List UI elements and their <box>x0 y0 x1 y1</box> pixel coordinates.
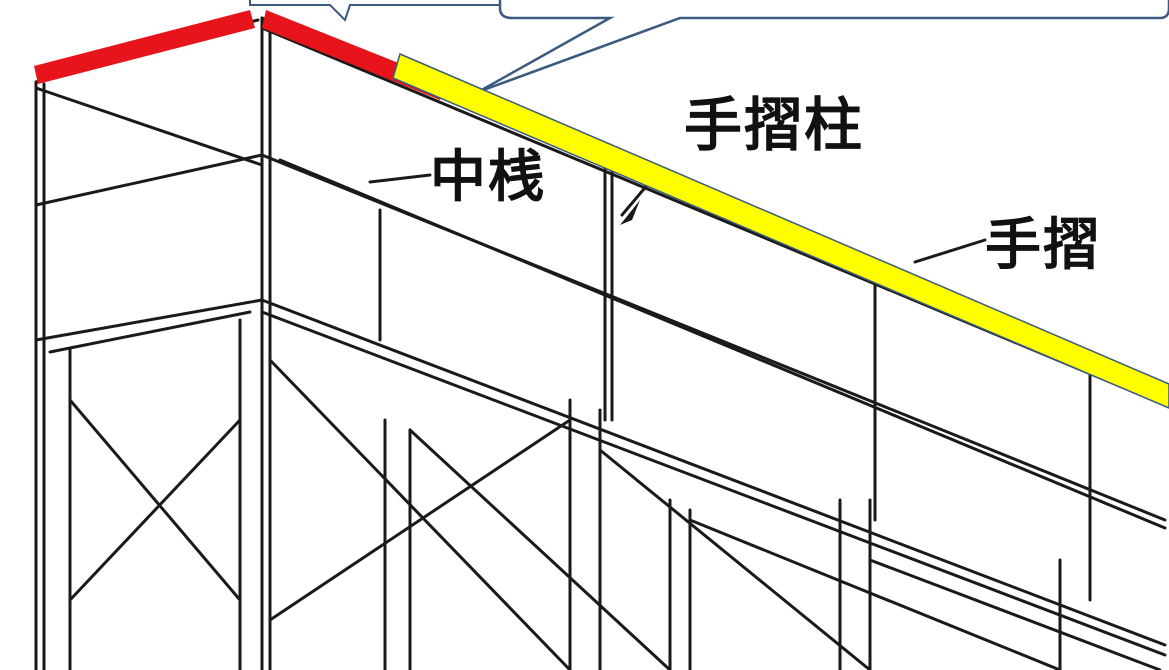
deck-left <box>34 298 264 342</box>
handrail-label: 手摺 <box>985 213 1101 278</box>
cross-brace-1 <box>68 398 242 602</box>
deck-left-inner <box>48 310 252 354</box>
yellow-highlight <box>392 52 1169 409</box>
cross-brace-6 <box>598 448 872 670</box>
cross-brace-3 <box>268 358 572 670</box>
cross-brace-7 <box>688 518 1062 670</box>
cross-brace-2 <box>68 418 242 602</box>
cross-brace-8 <box>868 558 1162 670</box>
arrow-mid-rail <box>368 173 432 184</box>
callout-left <box>249 0 501 22</box>
cross-brace-5 <box>408 428 672 670</box>
lower-rail-line <box>260 298 1167 647</box>
mid-rail-line-inner <box>278 158 1167 530</box>
cross-brace-4 <box>268 418 572 622</box>
callout-right <box>477 0 1169 94</box>
arrow-handrail <box>913 238 987 264</box>
end-brace-1 <box>34 86 264 167</box>
end-brace-2 <box>34 153 264 207</box>
mid-rail-label: 中桟 <box>430 145 546 210</box>
red-highlight-left <box>34 10 255 84</box>
handrail-post-label: 手摺柱 <box>684 91 865 159</box>
lower-rail-line-inner <box>260 310 1167 657</box>
arrow-icon <box>620 200 640 225</box>
